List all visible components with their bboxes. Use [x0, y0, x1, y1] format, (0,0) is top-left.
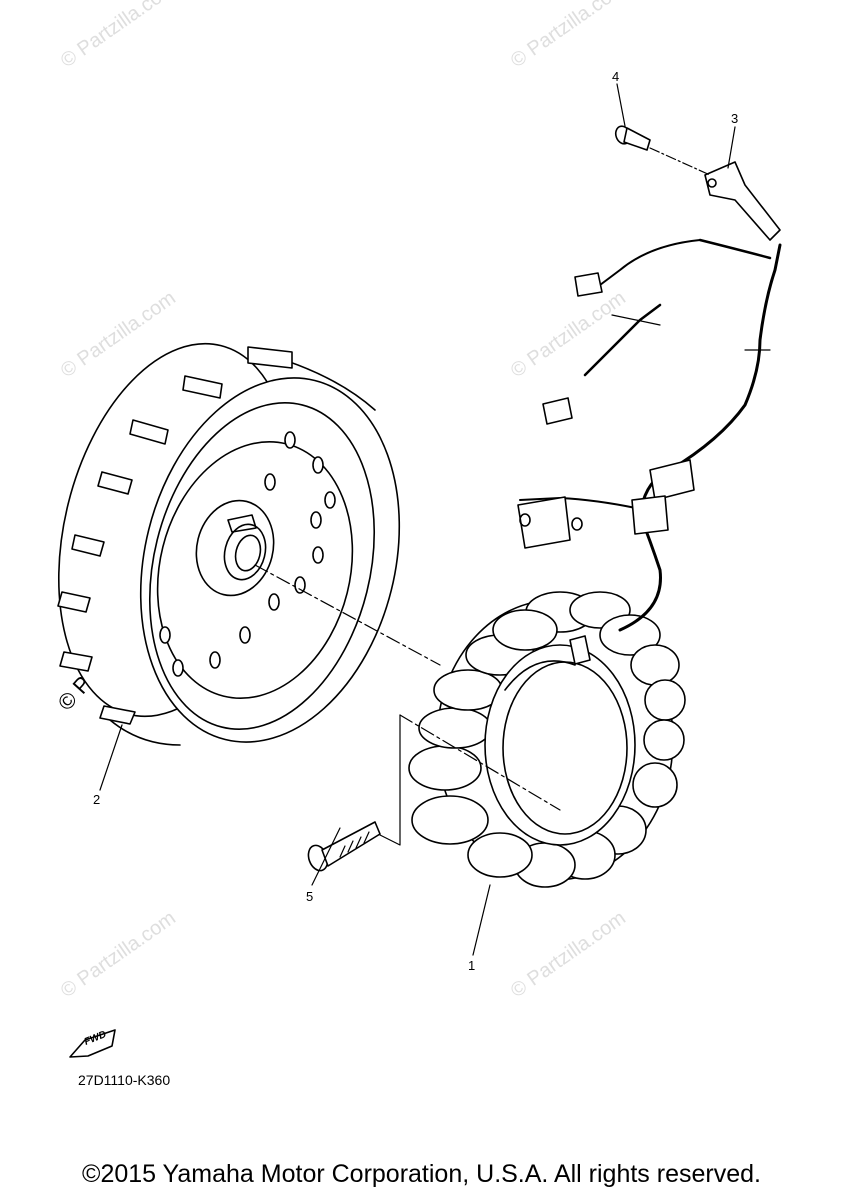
bracket-screw [614, 125, 651, 151]
callout-2: 2 [93, 792, 101, 807]
fwd-arrow-icon [69, 1029, 116, 1058]
callout-5: 5 [306, 889, 314, 904]
callout-1: 1 [468, 958, 476, 973]
callout-4: 4 [612, 69, 620, 84]
diagram-code: 27D1110-K360 [78, 1072, 171, 1088]
callout-3: 3 [731, 111, 739, 126]
stator-assembly [408, 591, 686, 888]
stator-bolt [307, 821, 381, 872]
copyright-notice: ©2015 Yamaha Motor Corporation, U.S.A. A… [82, 1160, 761, 1188]
rotor-flywheel [57, 342, 401, 746]
wire-harness [517, 161, 782, 632]
